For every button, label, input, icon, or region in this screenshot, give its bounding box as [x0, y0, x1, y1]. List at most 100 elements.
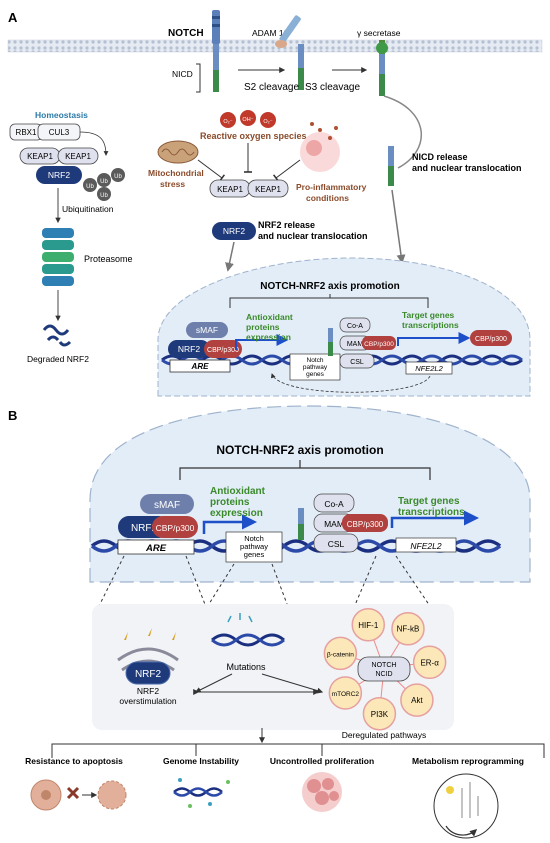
notch-label: NOTCH — [168, 28, 204, 39]
ros-o2: O₂⁻ — [223, 119, 232, 125]
pathway-node — [362, 697, 397, 731]
s2-cleavage-label: S2 cleavage — [244, 82, 299, 93]
panel-a-label: A — [8, 10, 18, 25]
tumor-proliferation-icon — [302, 772, 342, 812]
cbp-a3-box — [470, 330, 512, 346]
axis-a-label: NOTCH-NRF2 axis promotion — [260, 281, 399, 292]
smaf-a-label: sMAF — [196, 325, 218, 335]
nrf2-b-label: NRF2 — [131, 523, 158, 534]
are-b-label: ARE — [145, 543, 167, 554]
ros-oh: OH⁻ — [242, 117, 253, 123]
er-stress-icon — [117, 628, 179, 672]
smaf-b-label: sMAF — [154, 500, 180, 511]
genome-instability-icon — [173, 778, 230, 808]
axis-b-label: NOTCH-NRF2 axis promotion — [216, 443, 383, 457]
notch-genes-b-box — [225, 531, 283, 563]
ros-label: Reactive oxygen species — [200, 131, 307, 141]
degraded-text: Degraded NRF2 — [27, 354, 89, 364]
mitochondria-icon — [157, 140, 199, 164]
cbp-a2-box — [362, 336, 396, 350]
nrf2-homeostasis-label: NRF2 — [48, 170, 70, 180]
proteasome-label: Proteasome — [84, 254, 133, 264]
pathway-node-label: Akt — [411, 696, 423, 705]
antiox-b-arrow — [202, 514, 257, 534]
coa-b-label: Co-A — [324, 499, 344, 509]
feedback-a-dashed-arrow — [270, 373, 431, 393]
apoptosis-cells-icon — [30, 779, 127, 811]
dna-mutation-icon — [211, 613, 285, 647]
nrf2-released-label: NRF2 — [223, 226, 245, 236]
pathway-node — [391, 611, 425, 646]
smaf-b-box — [140, 494, 194, 514]
proteasome-icon — [42, 228, 74, 286]
ub-1: Ub — [86, 184, 94, 190]
ubiquitin-arrow — [79, 131, 109, 156]
adam10-label: ADAM 10 — [252, 28, 289, 38]
deregulated-pathways-label: Deregulated pathways — [342, 730, 427, 740]
degraded-nrf2-label: Degraded NRF2 — [27, 354, 89, 364]
keap1-center-left-label: KEAP1 — [217, 185, 243, 194]
nicd-label: NICD — [172, 69, 193, 79]
keap1-center-right-label: KEAP1 — [255, 185, 281, 194]
pathway-node-label: HIF-1 — [358, 621, 379, 630]
notch-s2-receptor-icon — [298, 44, 304, 90]
inflammation-icon — [300, 122, 340, 172]
homeostasis-label: Homeostasis — [35, 110, 88, 120]
nrf2-a-box — [168, 340, 210, 358]
panel-b-label: B — [8, 408, 17, 423]
axis-b-bracket — [179, 460, 431, 480]
notch-s3-receptor-icon — [379, 54, 385, 96]
nrf2-over-box — [125, 661, 171, 685]
ub-4: Ub — [100, 193, 108, 199]
nicd-fragment-icon — [388, 146, 394, 186]
csl-a-box — [339, 353, 375, 369]
cbp-a3-label: CBP/p300 — [475, 336, 507, 343]
cbp-b2-label: CBP/p300 — [347, 520, 384, 529]
pathway-node-label: mTORC2 — [332, 691, 360, 698]
csl-b-box — [313, 533, 359, 553]
metabolism-cycle-icon — [433, 773, 499, 839]
cbp-b2-box — [342, 514, 388, 532]
gamma-secretase-label: γ secretase — [357, 28, 401, 38]
coa-a-box — [339, 317, 371, 333]
mam-a-label: MAM — [347, 341, 364, 348]
pathway-node — [351, 608, 386, 642]
cbp-a1-label: CBP/p300 — [207, 347, 239, 354]
ub-2: Ub — [100, 179, 108, 185]
nrf2-released-box — [212, 222, 256, 240]
keap1-center-right — [247, 179, 289, 198]
target-a-arrow — [397, 332, 471, 346]
degraded-nrf2-fragments-icon — [42, 324, 72, 347]
nicd-bracket — [196, 63, 201, 93]
pathway-node-label: NF-kB — [397, 625, 420, 634]
gamma-secretase-icon — [376, 40, 388, 54]
csl-b-label: CSL — [328, 539, 345, 549]
nrf2-a-label: NRF2 — [178, 344, 200, 354]
ros-o2b: O₂⁻ — [263, 119, 272, 125]
pathway-node — [400, 683, 434, 717]
pathway-node-label: β-catenin — [327, 651, 354, 658]
target-b-arrow — [390, 510, 479, 528]
mam-b-label: MAM — [324, 519, 344, 529]
are-a-label: ARE — [191, 362, 210, 371]
cbp-b1-label: CBP/p300 — [156, 523, 195, 533]
notch-ncid-center-box — [357, 656, 411, 682]
mutations-label: Mutations — [226, 662, 266, 672]
nrf2-over-pill-label: NRF2 — [135, 669, 162, 680]
nfe2l2-b-label: NFE2L2 — [410, 541, 441, 551]
notch-genes-a-box — [289, 353, 341, 381]
mito-inhibit-arrow — [197, 159, 226, 182]
pathway-node-label: PI3K — [371, 710, 389, 719]
pathway-node-label: ER-α — [420, 658, 439, 667]
coa-b-box — [313, 493, 355, 513]
